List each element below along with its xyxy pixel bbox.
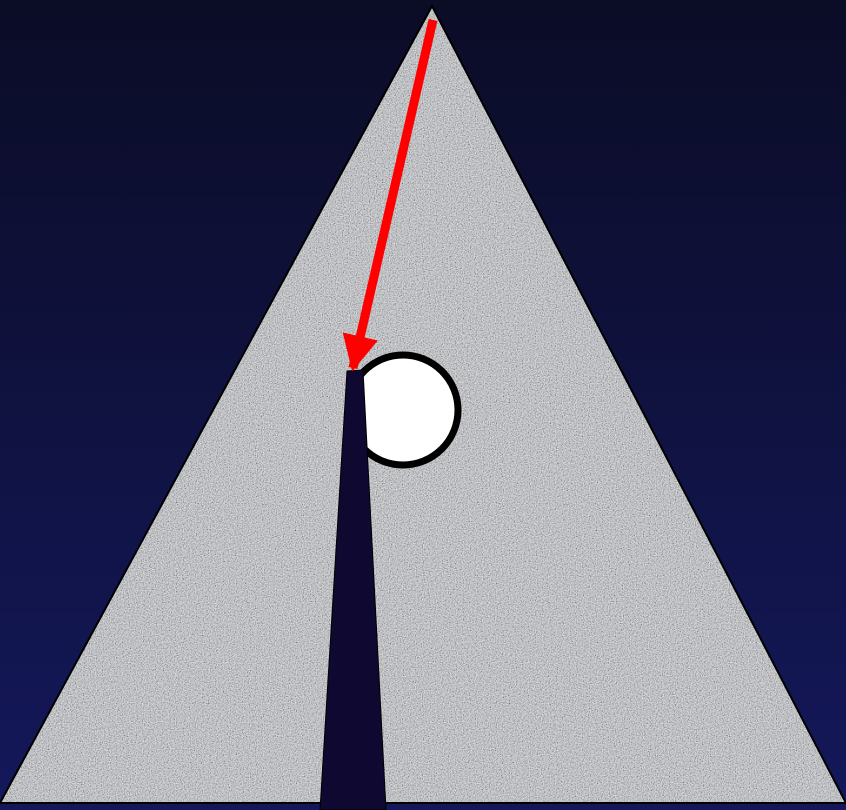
diagram-canvas (0, 0, 846, 810)
diagram-stage (0, 0, 846, 810)
